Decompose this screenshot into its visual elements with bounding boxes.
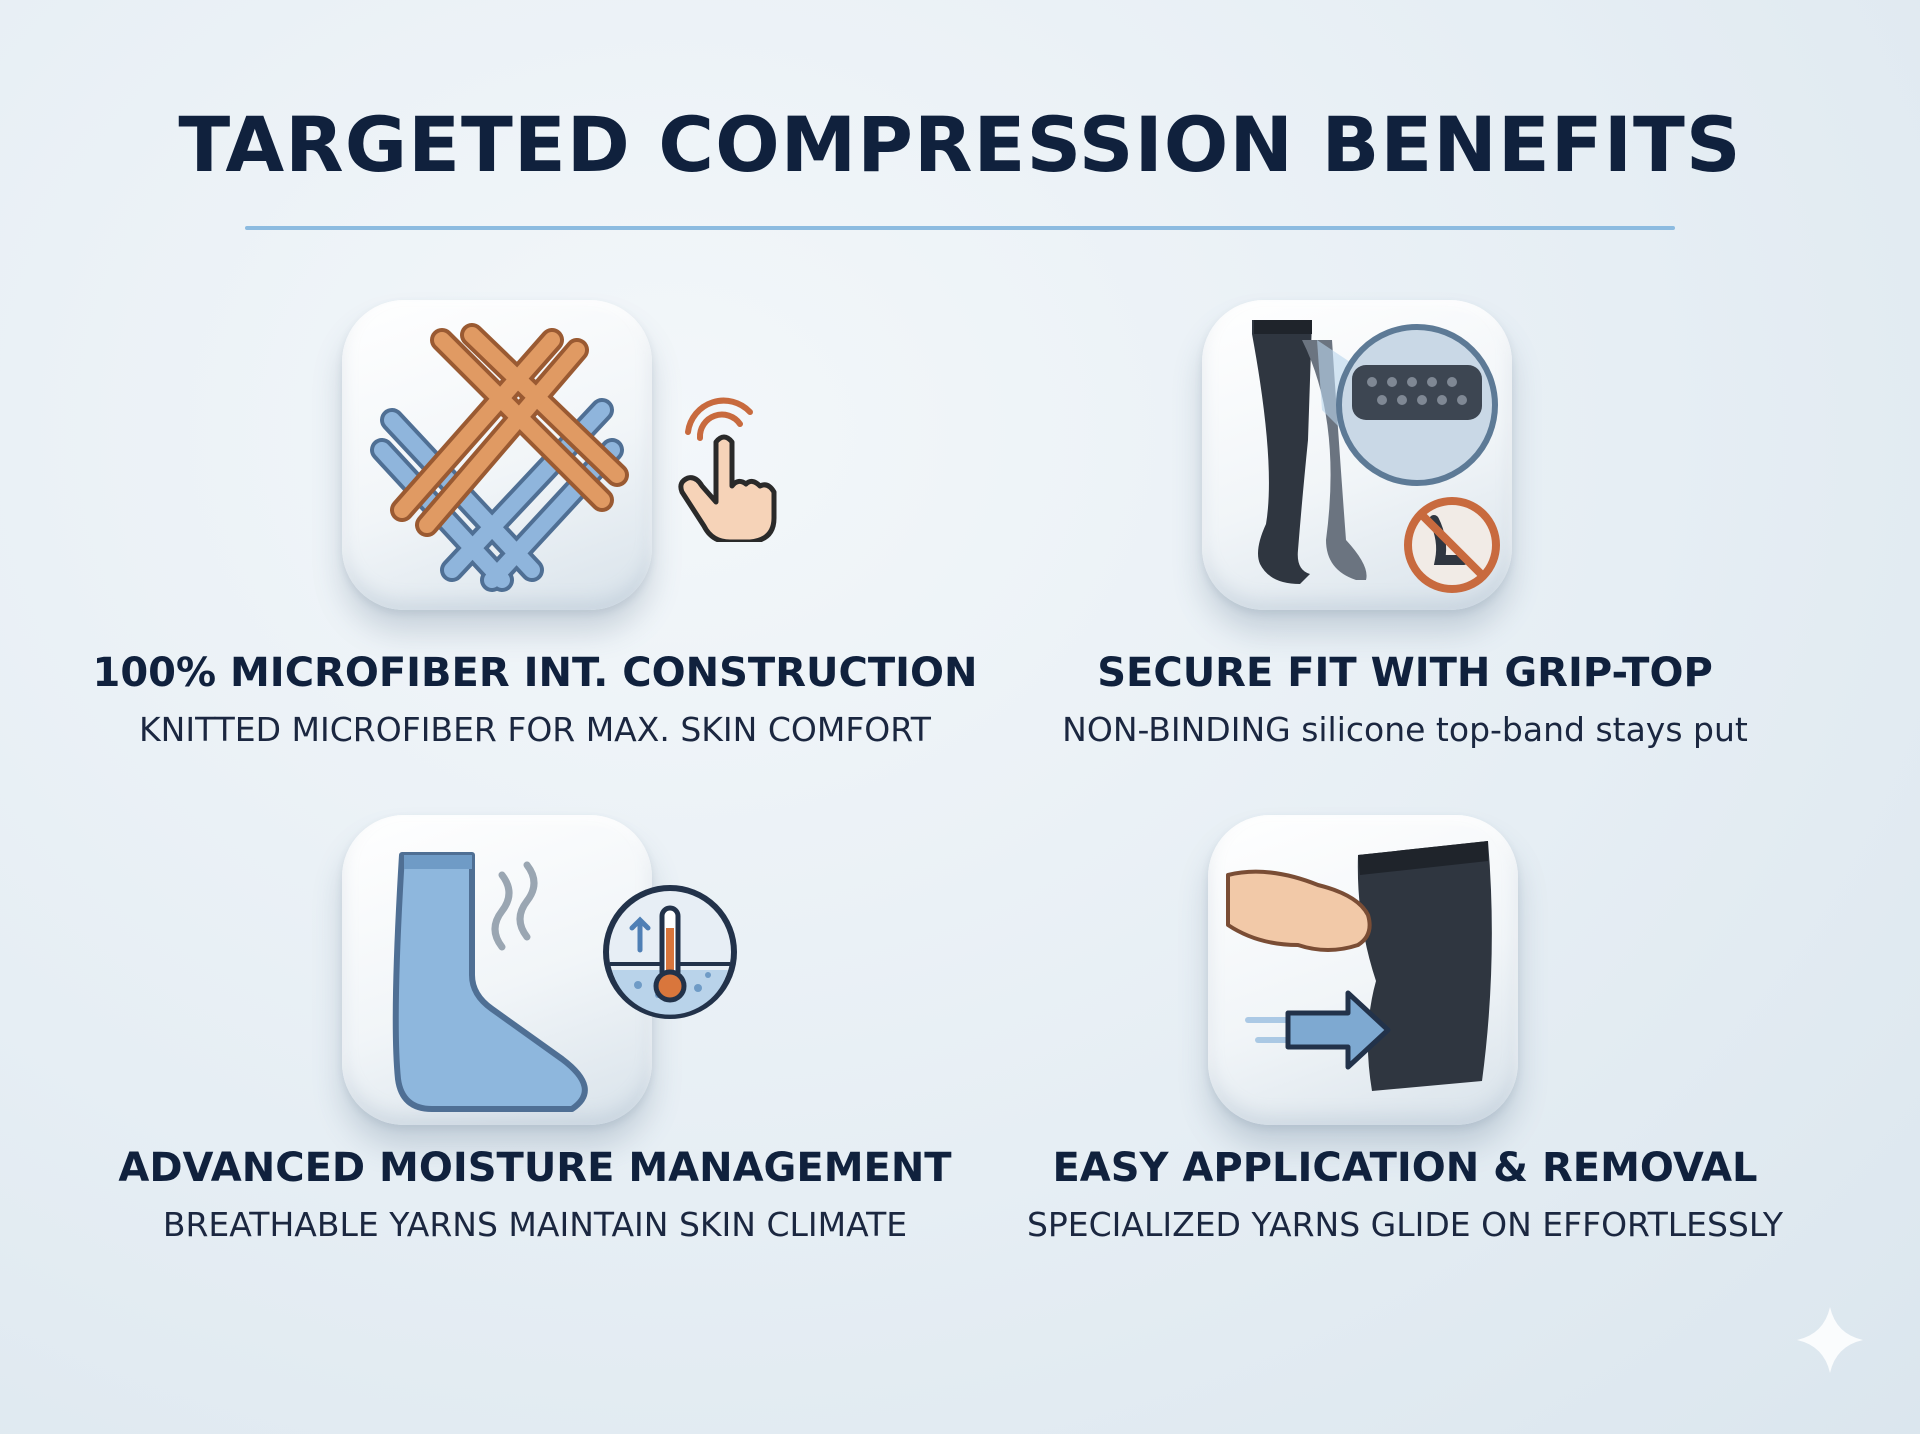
title-divider [245,226,1675,230]
feature-heading-grip-top: SECURE FIT WITH GRIP-TOP [1097,650,1713,696]
feature-subtext-microfiber: KNITTED MICROFIBER FOR MAX. SKIN COMFORT [139,710,931,749]
thigh-stocking-icon [1252,320,1498,584]
no-slip-icon [1404,497,1500,593]
touch-hand-icon [678,397,777,542]
feature-heading-microfiber: 100% MICROFIBER INT. CONSTRUCTION [92,650,978,696]
thermometer-icon [603,885,737,1019]
feature-tile-moisture [342,815,652,1125]
woven-fibers-icon [370,323,629,592]
feature-subtext-easy-application: SPECIALIZED YARNS GLIDE ON EFFORTLESSLY [1026,1205,1784,1244]
feature-subtext-grip-top: NON-BINDING silicone top-band stays put [1062,710,1748,749]
feature-heading-easy-application: EASY APPLICATION & REMOVAL [1052,1145,1758,1191]
feature-tile-microfiber [342,300,652,610]
feature-subtext-moisture: BREATHABLE YARNS MAINTAIN SKIN CLIMATE [162,1205,908,1244]
pulling-stocking-icon [1226,841,1492,1091]
arrow-right-icon [1245,990,1391,1070]
sparkle-icon [1797,1307,1863,1373]
feature-tile-easy-application [1208,815,1518,1125]
feature-heading-moisture: ADVANCED MOISTURE MANAGEMENT [118,1145,952,1191]
feature-tile-grip-top [1202,300,1512,610]
sock-foot-icon [392,852,588,1112]
page-title: TARGETED COMPRESSION BENEFITS [178,100,1742,189]
